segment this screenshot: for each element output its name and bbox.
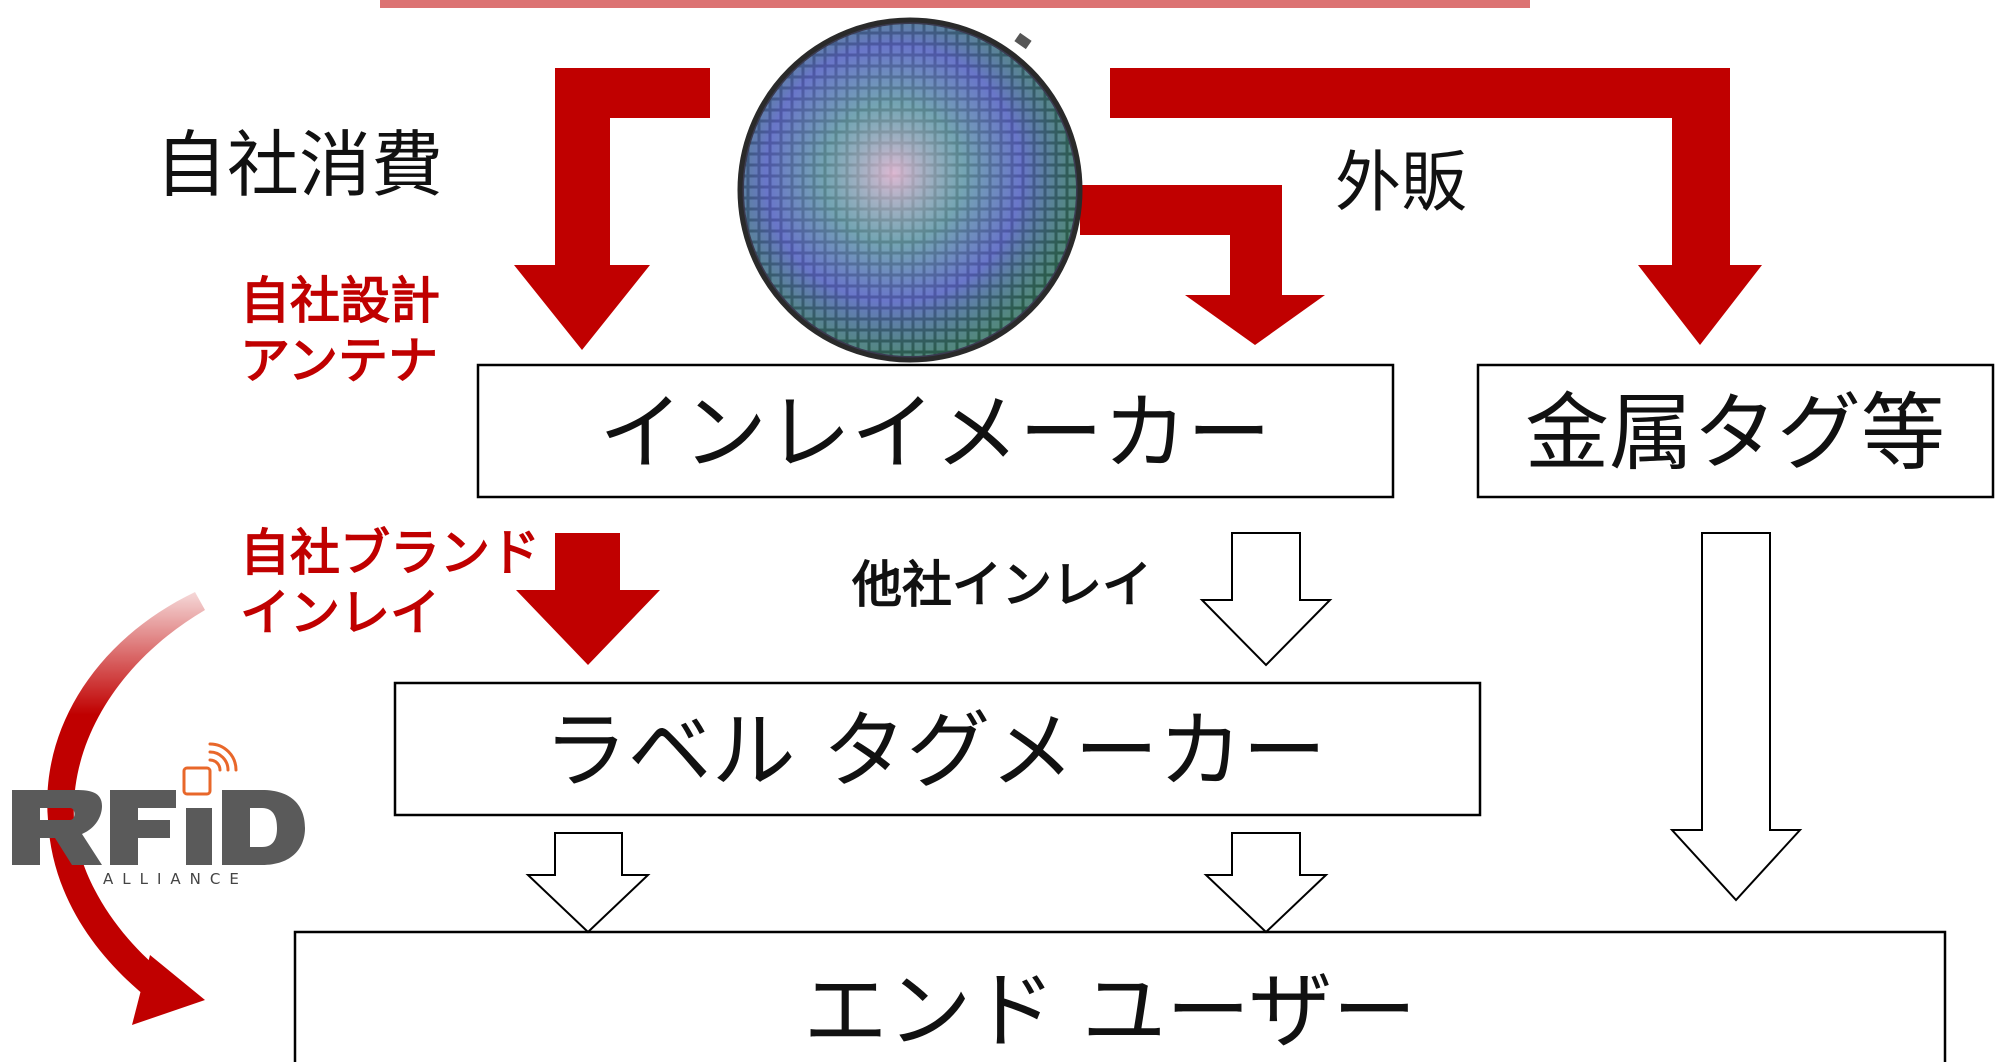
silicon-wafer-image — [737, 17, 1083, 363]
logo-letter-d — [222, 790, 305, 865]
label-own-brand-2: インレイ — [240, 584, 440, 642]
hollow-arrow-inlay-to-label — [1199, 532, 1333, 667]
logo-letter-f — [110, 790, 176, 865]
label-own-antenna-1: 自社設計 — [240, 272, 440, 330]
box-end-user: エンド ユーザー — [293, 930, 1947, 1062]
hollow-arrow-label-left — [525, 832, 651, 934]
hollow-arrow-metal-to-end — [1669, 532, 1803, 902]
red-arrow-own-brand — [516, 533, 660, 665]
label-other-inlay: 他社インレイ — [851, 556, 1152, 614]
red-arrow-right — [1110, 68, 1762, 345]
box-label-tag-maker-label: ラベル タグメーカー — [544, 702, 1327, 800]
logo-letter-r — [12, 790, 102, 865]
red-curved-arrow — [47, 592, 205, 1025]
box-inlay-maker-label: インレイメーカー — [599, 384, 1271, 482]
red-arrow-mid — [1080, 185, 1325, 345]
label-own-antenna-2: アンテナ — [240, 332, 438, 390]
box-label-tag-maker: ラベル タグメーカー — [393, 681, 1482, 817]
box-metal-tag-label: 金属タグ等 — [1525, 384, 1945, 482]
hollow-arrow-label-right — [1203, 832, 1329, 934]
wifi-signal-icon — [208, 742, 238, 772]
label-own-brand-1: 自社ブランド — [240, 524, 540, 582]
top-cropped-strip — [380, 0, 1530, 8]
red-arrow-left — [514, 68, 710, 350]
logo-tag-square — [182, 766, 212, 796]
rfid-alliance-logo: ALLIANCE — [12, 742, 305, 888]
label-external-sales: 外販 — [1335, 144, 1467, 221]
logo-subtext: ALLIANCE — [103, 870, 248, 888]
logo-letter-i — [186, 808, 212, 865]
label-self-consumption: 自社消費 — [155, 123, 443, 207]
box-inlay-maker: インレイメーカー — [476, 363, 1395, 499]
box-metal-tag: 金属タグ等 — [1476, 363, 1995, 499]
box-end-user-label: エンド ユーザー — [803, 962, 1416, 1060]
